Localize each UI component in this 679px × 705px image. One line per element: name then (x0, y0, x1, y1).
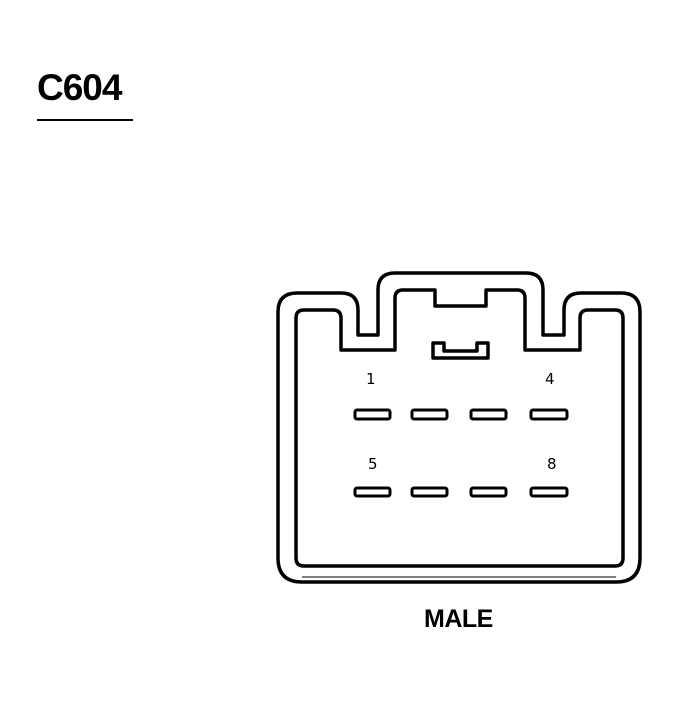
keyway-latch (431, 341, 490, 360)
pin-label-8: 8 (547, 455, 557, 473)
pin-3-terminal (469, 408, 508, 421)
pin-5-terminal (353, 486, 392, 498)
connector-gender-label: MALE (424, 605, 493, 633)
pin-label-4: 4 (545, 370, 555, 388)
connector-id-title: C604 (37, 67, 122, 108)
pin-label-1: 1 (366, 370, 376, 388)
title-underline (37, 119, 133, 121)
pin-label-5: 5 (368, 455, 378, 473)
pin-1-terminal (353, 408, 392, 421)
pin-8-terminal (529, 486, 569, 498)
outer-housing-outline (276, 271, 642, 584)
pin-4-terminal (529, 408, 569, 421)
pin-6-terminal (410, 486, 449, 498)
inner-housing-outline (294, 288, 625, 568)
pin-7-terminal (469, 486, 508, 498)
pin-2-terminal (410, 408, 449, 421)
